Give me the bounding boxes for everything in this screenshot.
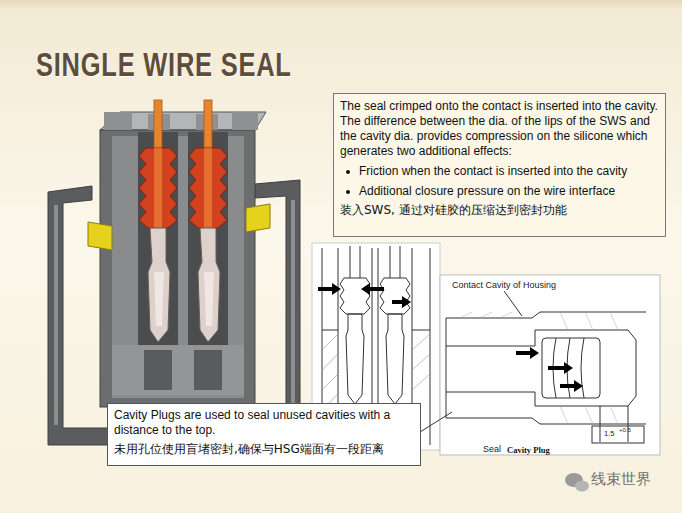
body-text: The seal crimped onto the contact is ins…: [340, 99, 659, 159]
note-box: Cavity Plugs are used to seal unused cav…: [107, 403, 421, 466]
part-label: Seal: [483, 445, 501, 455]
watermark: 线束世界: [591, 471, 651, 488]
text-box: The seal crimped onto the contact is ins…: [333, 93, 666, 237]
dimension: 1.5: [604, 430, 614, 438]
slide-title: SINGLE WIRE SEAL: [36, 47, 292, 81]
connector-cutaway: [48, 100, 300, 445]
wechat-icon: [565, 473, 589, 492]
bullet-text: Additional closure pressure on the wire …: [359, 184, 615, 199]
chinese-note: 装入SWS, 通过对硅胶的压缩达到密封功能: [340, 203, 659, 218]
bullet-text: Friction when the contact is inserted in…: [359, 164, 627, 179]
bullet-row: Friction when the contact is inserted in…: [340, 164, 659, 179]
node-content: The seal crimped onto the contact is ins…: [340, 99, 659, 218]
bullet-dot: [346, 170, 350, 174]
chinese-note: 未用孔位使用盲堵密封,确保与HSG端面有一段距离: [114, 442, 414, 457]
node-content: Cavity Plugs are used to seal unused cav…: [114, 408, 414, 457]
part-label: Cavity Plug: [507, 446, 550, 455]
bullet-dot: [346, 190, 350, 194]
body-text: Cavity Plugs are used to seal unused cav…: [114, 408, 414, 438]
bullet-row: Additional closure pressure on the wire …: [340, 184, 659, 199]
tolerance: +0.5: [619, 427, 631, 434]
cavity-plug-drawing: [420, 275, 660, 455]
part-label: Contact Cavity of Housing: [452, 281, 556, 291]
